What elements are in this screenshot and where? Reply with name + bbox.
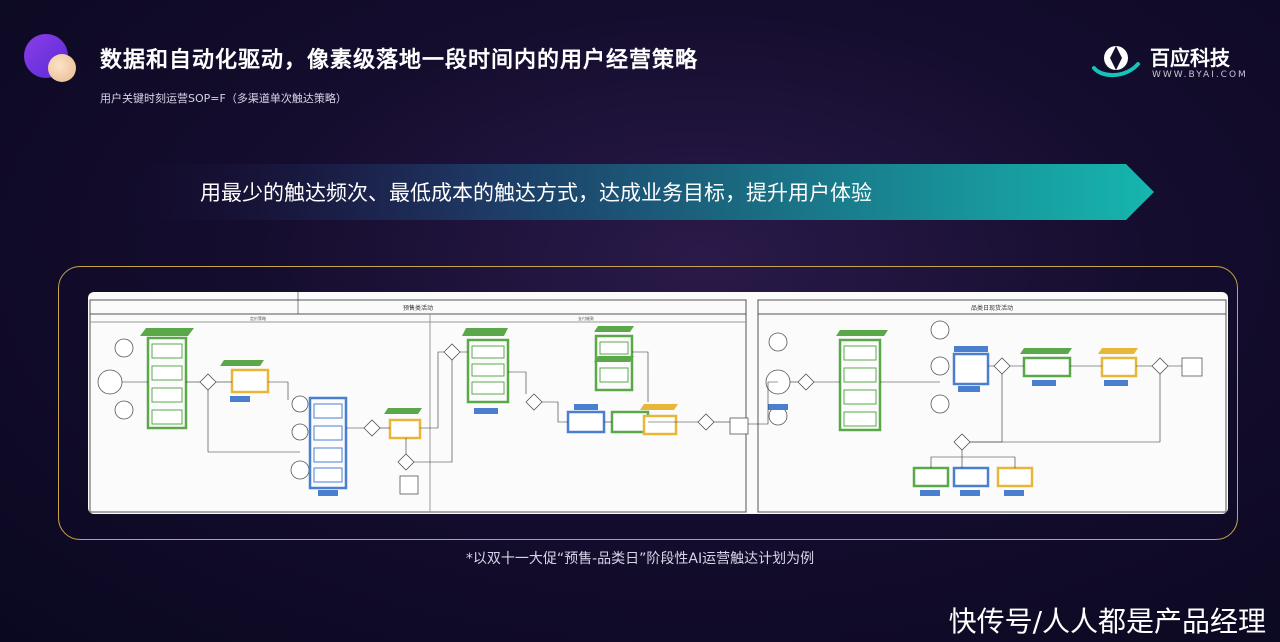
page-subtitle: 用户关键时刻运营SOP=F（多渠道单次触达策略） <box>100 92 347 105</box>
flowchart-drawing: 预售类活动 品类日现货活动 定价策略 支付催款 <box>89 292 1227 513</box>
page-title: 数据和自动化驱动，像素级落地一段时间内的用户经营策略 <box>100 48 699 73</box>
brand-name: 百应科技 <box>1150 46 1230 70</box>
right-section-title: 品类日现货活动 <box>971 304 1013 312</box>
left-lane-1-title: 定价策略 <box>250 315 266 321</box>
caption: *以双十一大促“预售-品类日”阶段性AI运营触达计划为例 <box>465 551 815 567</box>
left-lane-2-title: 支付催款 <box>578 315 594 321</box>
banner-arrow-shape <box>132 164 1154 220</box>
watermark: 快传号/人人都是产品经理 <box>948 605 1266 638</box>
brand-logo: 百应科技 WWW.BYAI.COM <box>1088 36 1258 86</box>
flowchart-panel: 预售类活动 品类日现货活动 定价策略 支付催款 <box>88 292 1228 514</box>
brand-mark-icon <box>1092 46 1140 77</box>
banner-text: 用最少的触达频次、最低成本的触达方式，达成业务目标，提升用户体验 <box>200 181 872 205</box>
diagram-frame <box>58 266 1238 540</box>
brand-url: WWW.BYAI.COM <box>1152 70 1248 80</box>
logo-dot-icon <box>48 54 76 82</box>
slogan-banner: 用最少的触达频次、最低成本的触达方式，达成业务目标，提升用户体验 <box>132 164 1156 220</box>
left-section-title: 预售类活动 <box>403 304 433 312</box>
